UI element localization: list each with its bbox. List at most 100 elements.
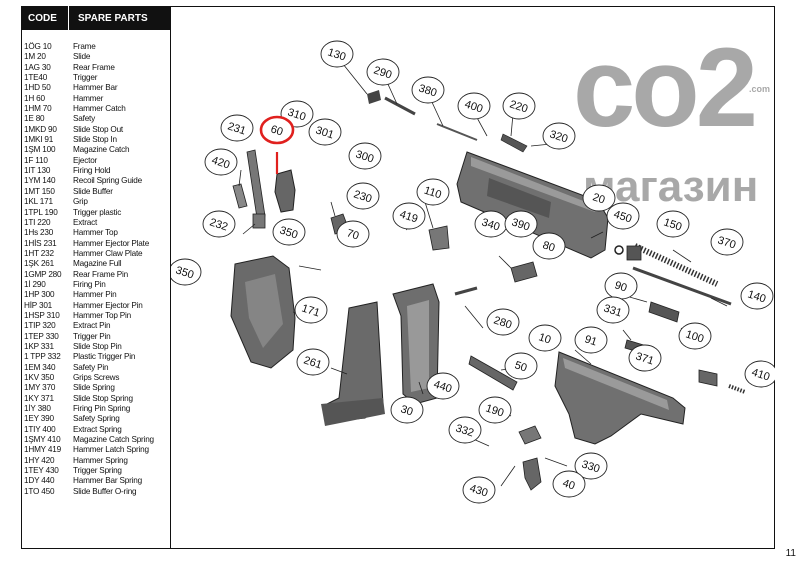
part-name: Trigger Spring [73, 466, 122, 476]
callout-label: 420 [210, 154, 231, 171]
callout-label: 70 [345, 227, 360, 242]
callout-bubble [462, 476, 496, 504]
watermark-main: co2 [573, 25, 754, 150]
callout: 190 [478, 396, 512, 424]
part-name: Slide Stop Pin [73, 341, 122, 351]
part-code: 1KV 350 [24, 373, 55, 382]
part-name: Slide Stop Spring [73, 393, 133, 403]
part-name: Extract Spring [73, 424, 122, 434]
callout-label: 40 [561, 477, 576, 492]
callout: 30 [390, 396, 424, 424]
callout-label: 450 [612, 208, 633, 225]
part-code: 1Hs 230 [24, 228, 54, 238]
watermark: co2 магазин .com [573, 25, 770, 211]
callout-bubble [528, 324, 562, 352]
callout-label: 220 [508, 98, 529, 115]
callout-label: 231 [226, 120, 247, 137]
callout-bubble [656, 210, 690, 238]
part-code: 1TE40 [24, 73, 48, 83]
part-name: Firing Pin [73, 279, 106, 289]
part-name: Grip [73, 197, 88, 207]
part-code: 1M 20 [24, 52, 46, 62]
callout-bubble [744, 360, 775, 388]
part-code: 1HD 50 [24, 83, 51, 93]
callout-bubble [171, 258, 202, 286]
part-code: 1HİS 231 [24, 238, 57, 248]
callout-label: 330 [580, 458, 601, 475]
callout-label: 110 [422, 185, 442, 202]
part-firing-hold [367, 90, 381, 104]
exploded-parts-drawing: co2 магазин .com [171, 25, 775, 504]
legend-row: 1HD 50 Hammer Bar [21, 83, 170, 93]
callout: 350 [171, 258, 202, 286]
part-code: 1F 110 [24, 155, 48, 165]
callout-bubble [710, 228, 744, 256]
part-slide-buffer [626, 245, 642, 261]
legend-row: 1TIY 400 Extract Spring [21, 425, 170, 435]
part-name: Safety Pin [73, 362, 109, 372]
callout-label: 390 [510, 216, 531, 233]
part-name: Slide [73, 52, 91, 62]
callout-label: 171 [300, 302, 321, 319]
part-code: 1ŞK 261 [24, 259, 55, 269]
part-frame [554, 351, 686, 445]
callout-bubble [596, 296, 630, 324]
callout-bubble [606, 202, 640, 230]
callout: 230 [346, 182, 380, 210]
callout-label: 20 [591, 191, 606, 206]
callout-label: 100 [684, 328, 705, 345]
part-code: 1MY 370 [24, 383, 56, 393]
callout-bubble [390, 396, 424, 424]
callout-bubble [574, 326, 608, 354]
callout-label: 91 [583, 333, 598, 348]
part-code: 1TEY 430 [24, 466, 59, 476]
legend-header: CODE SPARE PARTS [21, 6, 170, 30]
part-code: 1EY 390 [24, 414, 54, 424]
part-ejector [428, 225, 450, 251]
callout-label: 230 [352, 188, 373, 205]
part-code: 1EM 340 [24, 362, 56, 372]
part-name: Hammer Spring [73, 455, 128, 465]
part-name: Frame [73, 42, 96, 51]
part-code: 1HP 300 [24, 290, 55, 300]
part-code: 1KP 331 [24, 341, 54, 351]
legend-header-code: CODE [28, 12, 57, 24]
part-trigger [522, 457, 542, 491]
callout-label: 150 [662, 216, 683, 233]
part-name: Trigger [73, 73, 98, 83]
callout-label: 190 [484, 402, 505, 419]
callout: 430 [462, 476, 496, 504]
callout-label: 400 [463, 98, 484, 115]
legend-row: 1TE40 Trigger [21, 73, 170, 83]
callout-bubble [478, 396, 512, 424]
callout: 70 [336, 220, 370, 248]
callout: 140 [740, 282, 774, 310]
callout: 290 [366, 58, 400, 86]
part-slide-buffer-o-ring [614, 245, 624, 255]
part-code: 1ŞM 100 [24, 145, 56, 155]
part-code: 1TIY 400 [24, 424, 56, 434]
callout: 440 [426, 372, 460, 400]
callout-label: 332 [454, 422, 475, 439]
callout: 232 [202, 210, 236, 238]
callout-highlighted: 60 [259, 115, 295, 145]
part-hammer-spring [232, 183, 248, 209]
part-name: Trigger Pin [73, 331, 111, 341]
part-name: Hammer Bar [73, 83, 118, 93]
callout: 100 [678, 322, 712, 350]
callout-bubble [366, 58, 400, 86]
part-code: 1HSP 310 [24, 310, 60, 320]
callout: 331 [596, 296, 630, 324]
callout: 150 [656, 210, 690, 238]
part-grip [230, 255, 296, 369]
